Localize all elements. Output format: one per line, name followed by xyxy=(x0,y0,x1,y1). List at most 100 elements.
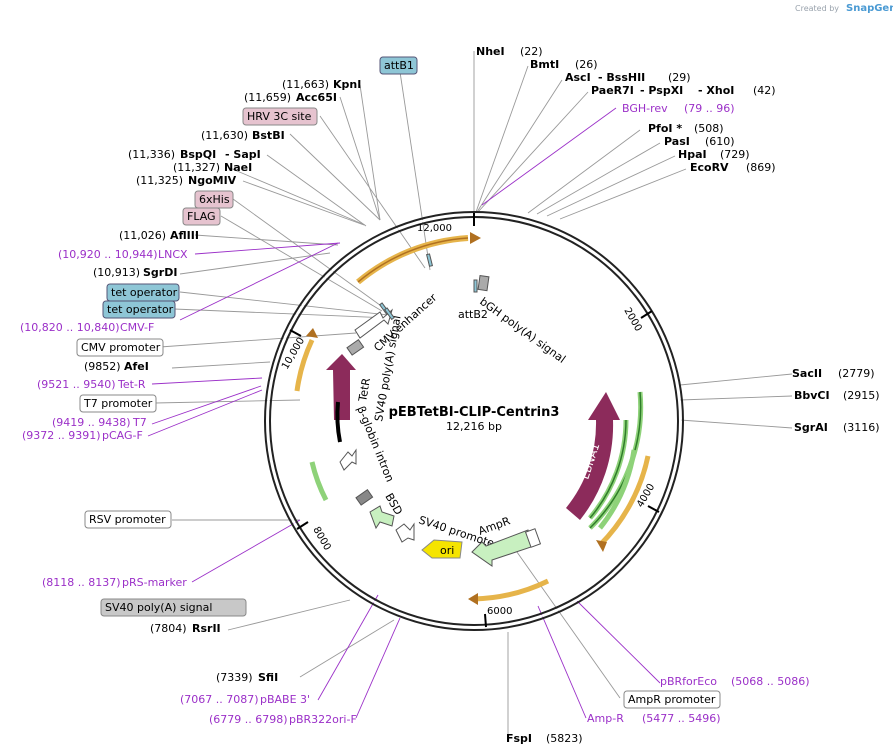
enzyme-sgrai[interactable]: SgrAI xyxy=(794,421,828,434)
orange-arrowhead-top xyxy=(470,232,481,244)
enzyme-bmti[interactable]: BmtI xyxy=(530,58,559,71)
enzyme-bspqi[interactable]: BspQI xyxy=(180,148,216,161)
enzyme-ngomiv[interactable]: NgoMIV xyxy=(188,174,237,187)
tet-operator-box-1[interactable] xyxy=(106,283,180,302)
primer-bgh-rev-range: (79 .. 96) xyxy=(684,102,735,115)
backbone-outer xyxy=(264,211,684,631)
enzyme-hpai[interactable]: HpaI xyxy=(678,148,707,161)
hrv3c-box[interactable] xyxy=(242,107,318,126)
enzyme-pasi-pos: (610) xyxy=(705,135,735,148)
enzyme-kpni[interactable]: KpnI xyxy=(333,78,361,91)
enzyme-rsrii[interactable]: RsrII xyxy=(192,622,221,635)
primer-lines xyxy=(147,107,661,719)
enzyme-bstbi[interactable]: BstBI xyxy=(252,129,285,142)
enzyme-naei-pos: (11,327) xyxy=(173,161,220,174)
ori-label: ori xyxy=(440,544,454,557)
orange-arrowhead-right xyxy=(596,540,607,552)
sv40-promoter-arrow xyxy=(395,522,415,543)
enzyme-naei[interactable]: NaeI xyxy=(224,161,252,174)
enzyme-acc65i-pos: (11,659) xyxy=(244,91,291,104)
enzyme-hpai-pos: (729) xyxy=(720,148,750,161)
attb2-marker xyxy=(473,279,478,293)
enzyme-sapi[interactable]: - SapI xyxy=(225,148,261,161)
enzyme-ecorv[interactable]: EcoRV xyxy=(690,161,729,174)
credit-brand[interactable]: SnapGene xyxy=(846,3,893,14)
enzyme-acc65i[interactable]: Acc65I xyxy=(296,91,337,104)
enzyme-sgrai-pos: (3116) xyxy=(843,421,880,434)
enzyme-pspxi[interactable]: - PspXI xyxy=(640,84,683,97)
attb1-marker xyxy=(426,253,434,267)
enzyme-fspi[interactable]: FspI xyxy=(506,732,532,745)
credit-prefix: Created by xyxy=(795,4,839,13)
primer-bgh-rev[interactable]: BGH-rev xyxy=(622,102,668,115)
tetr-label: TetR xyxy=(356,377,373,404)
enzyme-bsshii[interactable]: - BssHII xyxy=(598,71,645,84)
enzyme-sgrdi[interactable]: SgrDI xyxy=(143,266,177,279)
primer-t7[interactable]: T7 xyxy=(132,416,147,429)
enzyme-pasi[interactable]: PasI xyxy=(664,135,690,148)
rsv-promoter-box[interactable] xyxy=(84,510,172,529)
t7-promoter-box[interactable] xyxy=(79,394,157,413)
grey-box-bsd xyxy=(355,489,374,506)
primer-cmv-f[interactable]: CMV-F xyxy=(120,321,154,334)
enzyme-paer7i[interactable]: PaeR7I xyxy=(591,84,634,97)
tick-marks xyxy=(289,213,660,628)
6xhis-label: 6xHis xyxy=(199,193,230,206)
enzyme-nhei-pos: (22) xyxy=(520,45,543,58)
primer-cmv-f-range: (10,820 .. 10,840) xyxy=(20,321,120,334)
cmv-promoter-label: CMV promoter xyxy=(81,341,161,354)
tetr-arrow xyxy=(326,354,356,420)
enzyme-sacii[interactable]: SacII xyxy=(792,367,822,380)
ampr-promoter-box[interactable] xyxy=(623,690,721,709)
enzyme-xhoi[interactable]: - XhoI xyxy=(698,84,734,97)
primer-tet-r-range: (9521 .. 9540) xyxy=(37,378,116,391)
tet-operator-label-1: tet operator xyxy=(111,286,178,299)
bglobin-white-arrow xyxy=(339,448,357,471)
primer-lncx-range: (10,920 .. 10,944) xyxy=(58,248,158,261)
t7-promoter-label: T7 promoter xyxy=(83,397,153,410)
enzyme-afliii[interactable]: AflIII xyxy=(170,229,199,242)
primer-amp-r[interactable]: Amp-R xyxy=(587,712,624,725)
primer-pcag-f-range: (9372 .. 9391) xyxy=(22,429,101,442)
enzyme-bstbi-pos: (11,630) xyxy=(201,129,248,142)
tick-6000: 6000 xyxy=(487,606,512,617)
primer-pbabe-range: (7067 .. 7087) xyxy=(180,693,259,706)
primer-lncx[interactable]: LNCX xyxy=(158,248,188,261)
attb1-label: attB1 xyxy=(384,59,414,72)
bsd-arrow xyxy=(369,505,395,530)
ori-arrow xyxy=(421,539,463,559)
orange-arcs xyxy=(294,235,651,602)
primer-prs-marker[interactable]: pRS-marker xyxy=(122,576,187,589)
primer-pbr322ori[interactable]: pBR322ori-F xyxy=(289,713,357,726)
primer-pcag-f[interactable]: pCAG-F xyxy=(102,429,143,442)
grey-box-bgh xyxy=(477,274,490,292)
flag-label: FLAG xyxy=(187,210,216,223)
enzyme-sgrdi-pos: (10,913) xyxy=(93,266,140,279)
enzyme-bbvci-pos: (2915) xyxy=(843,389,880,402)
hrv3c-label: HRV 3C site xyxy=(247,110,312,123)
ampr-end-box xyxy=(524,528,542,548)
enzyme-pfoi-pos: (508) xyxy=(694,122,724,135)
plasmid-name: pEBTetBI-CLIP-Centrin3 xyxy=(389,405,560,420)
primer-pbrforeco[interactable]: pBRforEco xyxy=(660,675,717,688)
primer-t7-range: (9419 .. 9438) xyxy=(52,416,131,429)
enzyme-pfoi[interactable]: PfoI * xyxy=(648,122,682,135)
enzyme-asci[interactable]: AscI xyxy=(565,71,591,84)
beta-globin-arc xyxy=(335,401,342,443)
enzyme-afei[interactable]: AfeI xyxy=(124,360,149,373)
sv40pa-box[interactable] xyxy=(100,598,247,617)
enzyme-bbvci[interactable]: BbvCI xyxy=(794,389,830,402)
attb1-box[interactable] xyxy=(379,56,418,75)
primer-amp-r-range: (5477 .. 5496) xyxy=(642,712,721,725)
6xhis-box[interactable] xyxy=(194,190,234,209)
tetop-marker-2 xyxy=(383,307,395,321)
enzyme-bspqi-pos: (11,336) xyxy=(128,148,175,161)
enzyme-afliii-pos: (11,026) xyxy=(119,229,166,242)
enzyme-nhei[interactable]: NheI xyxy=(476,45,505,58)
primer-pbabe[interactable]: pBABE 3' xyxy=(260,693,310,706)
cmv-promoter-box[interactable] xyxy=(76,338,164,357)
enzyme-sfii[interactable]: SfiI xyxy=(258,671,278,684)
enzyme-fspi-pos: (5823) xyxy=(546,732,583,745)
primer-tet-r[interactable]: Tet-R xyxy=(117,378,146,391)
